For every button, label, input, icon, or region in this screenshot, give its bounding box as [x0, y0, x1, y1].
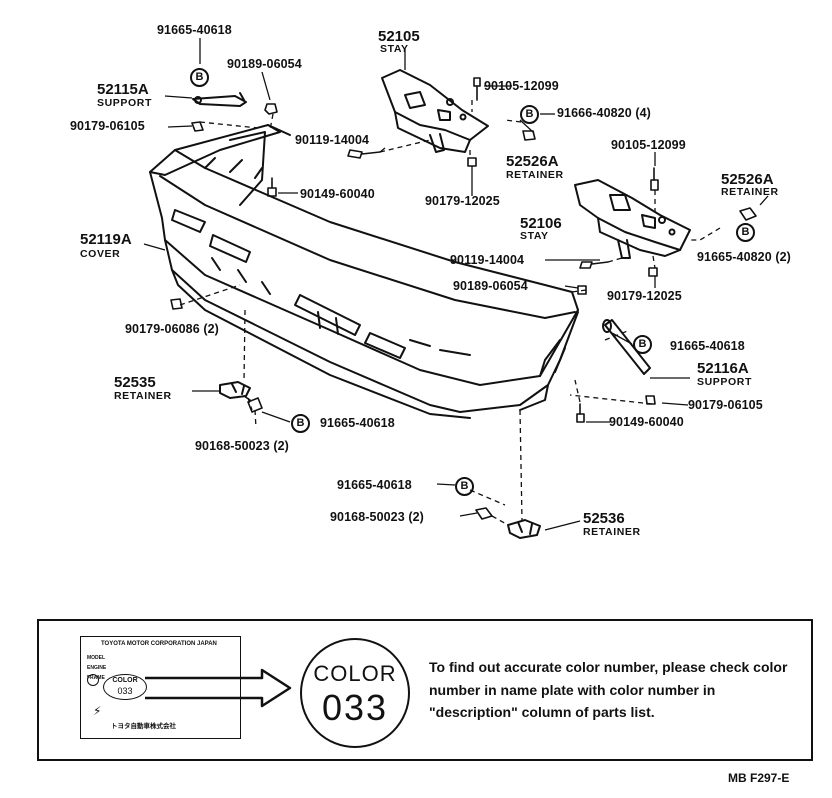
color-instruction-text: To find out accurate color number, pleas…: [429, 659, 788, 720]
part-90168-50023-label-2: 90168-50023 (2): [330, 510, 424, 524]
part-90168-50023-label-1: 90168-50023 (2): [195, 439, 289, 453]
retainer-52536-shape: [507, 519, 541, 539]
name-plate-illustration: TOYOTA MOTOR CORPORATION JAPAN MODEL ENG…: [80, 636, 241, 739]
part-90119-14004-label-1: 90119-14004: [295, 133, 370, 147]
part-52536-name: RETAINER: [583, 526, 641, 538]
plate-row-2: ENGINE: [87, 665, 107, 671]
part-90179-12025-label-1: 90179-12025: [425, 194, 500, 208]
part-52105-number: 52105: [378, 28, 420, 45]
part-90179-12025-label-2: 90179-12025: [607, 289, 682, 303]
part-90189-06054-label-2: 90189-06054: [453, 279, 528, 293]
part-52115a-number: 52115A: [97, 81, 149, 98]
part-90119-14004-label-2: 90119-14004: [450, 253, 525, 267]
part-52115a-name: SUPPORT: [97, 97, 152, 109]
part-52526a-number-2: 52526A: [721, 171, 774, 188]
color-word: COLOR: [313, 661, 397, 686]
plate-color-word: COLOR: [112, 677, 138, 684]
part-52526a-name-1: RETAINER: [506, 169, 564, 181]
badge-b-3: B: [736, 223, 755, 242]
part-90149-60040-label-1: 90149-60040: [300, 187, 375, 201]
support-52116a-shape: [602, 319, 651, 375]
part-91665-40820-label: 91665-40820 (2): [697, 250, 791, 264]
part-52116a-number: 52116A: [697, 360, 749, 377]
part-90149-60040-label-2: 90149-60040: [609, 415, 684, 429]
plate-logo-icon: ⚡: [93, 704, 102, 718]
bumper-cover-shape: [149, 124, 579, 419]
leader-lines: [143, 38, 769, 531]
plate-title: TOYOTA MOTOR CORPORATION JAPAN: [101, 641, 217, 647]
part-52106-number: 52106: [520, 215, 562, 232]
part-90179-06105-label-2: 90179-06105: [688, 398, 763, 412]
plate-symbol-circle: [87, 674, 99, 686]
part-90189-06054-label-1: 90189-06054: [227, 57, 302, 71]
part-52526a-name-2: RETAINER: [721, 186, 779, 198]
part-90179-06105-label-1: 90179-06105: [70, 119, 145, 133]
part-52526a-number-1: 52526A: [506, 153, 559, 170]
color-code-circle: COLOR 033: [300, 638, 410, 748]
badge-b-6: B: [455, 477, 474, 496]
badge-b-2: B: [520, 105, 539, 124]
part-52536-number: 52536: [583, 510, 625, 527]
part-91665-40618-label-2: 91665-40618: [670, 339, 745, 353]
document-code: MB F297-E: [728, 771, 790, 785]
part-52119a-number: 52119A: [80, 231, 132, 248]
plate-row-1: MODEL: [87, 655, 106, 661]
part-90105-12099-label-2: 90105-12099: [611, 138, 686, 152]
badge-b-4: B: [633, 335, 652, 354]
stay-52106-shape: [574, 179, 691, 259]
color-code: 033: [321, 687, 389, 728]
part-52535-number: 52535: [114, 374, 156, 391]
stay-52105-shape: [381, 69, 489, 153]
part-52119a-name: COVER: [80, 248, 121, 260]
part-52106-name: STAY: [520, 230, 549, 242]
part-91665-40618-label-3: 91665-40618: [320, 416, 395, 430]
part-90179-06086-label: 90179-06086 (2): [125, 322, 219, 336]
badge-b-5: B: [291, 414, 310, 433]
part-52105-name: STAY: [380, 43, 409, 55]
part-90105-12099-label-1: 90105-12099: [484, 79, 559, 93]
badge-b-1: B: [190, 68, 209, 87]
retainer-52535-shape: [219, 381, 251, 399]
plate-color-oval: COLOR 033: [103, 674, 147, 700]
part-91665-40618-label-1: 91665-40618: [157, 23, 232, 37]
plate-footer: トヨタ自動車株式会社: [111, 723, 176, 730]
dashed-lines: [179, 100, 721, 526]
part-52116a-name: SUPPORT: [697, 376, 752, 388]
color-notice-box: [37, 619, 813, 761]
part-52535-name: RETAINER: [114, 390, 172, 402]
part-91666-40820-label: 91666-40820 (4): [557, 106, 651, 120]
plate-color-code: 033: [117, 686, 133, 696]
part-91665-40618-label-4: 91665-40618: [337, 478, 412, 492]
support-52115a-shape: [192, 92, 247, 107]
fasteners: [170, 77, 757, 520]
